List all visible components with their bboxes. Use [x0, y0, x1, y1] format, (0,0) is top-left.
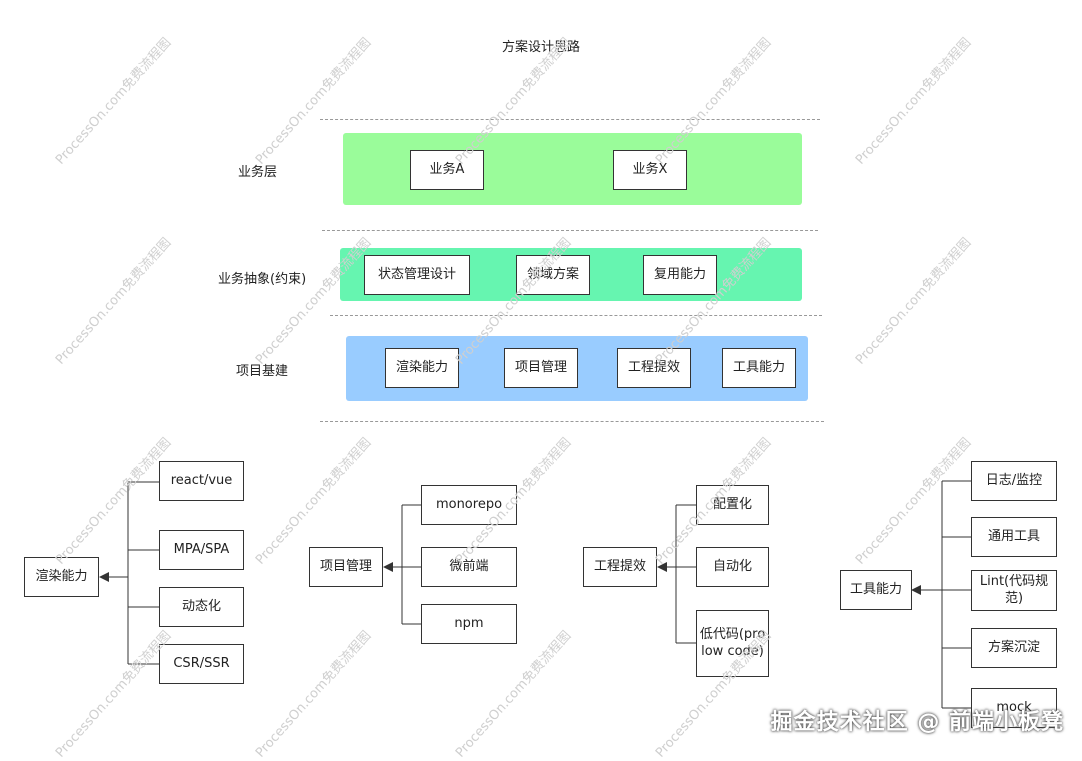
tree-node-dynamic[interactable]: 动态化: [159, 587, 244, 627]
tree-node-config[interactable]: 配置化: [696, 485, 769, 525]
abstraction-box-state[interactable]: 状态管理设计: [364, 255, 470, 295]
tree-node-monorepo[interactable]: monorepo: [421, 485, 517, 525]
tree-node-low-code[interactable]: 低代码(pro low code): [696, 610, 769, 677]
tree-node-solution[interactable]: 方案沉淀: [971, 628, 1057, 668]
tree-node-lint[interactable]: Lint(代码规范): [971, 570, 1057, 611]
tree-node-micro-frontend[interactable]: 微前端: [421, 547, 517, 587]
tree-node-automation[interactable]: 自动化: [696, 547, 769, 587]
layer-label-abstraction: 业务抽象(约束): [218, 272, 307, 287]
tree-node-mpa-spa[interactable]: MPA/SPA: [159, 530, 244, 570]
separator-3: [330, 315, 822, 316]
tree-root-render[interactable]: 渲染能力: [24, 557, 99, 597]
tree-node-csr-ssr[interactable]: CSR/SSR: [159, 644, 244, 684]
separator-2: [322, 230, 818, 231]
abstraction-box-reuse[interactable]: 复用能力: [643, 255, 717, 295]
foundation-box-tools[interactable]: 工具能力: [722, 348, 796, 388]
tree-node-common-tools[interactable]: 通用工具: [971, 517, 1057, 557]
diagram-title: 方案设计思路: [501, 40, 580, 55]
abstraction-box-domain[interactable]: 领域方案: [516, 255, 590, 295]
foundation-box-engineering[interactable]: 工程提效: [617, 348, 691, 388]
layer-label-foundation: 项目基建: [236, 364, 289, 379]
business-box-a[interactable]: 业务A: [410, 150, 484, 190]
credit-overlay: 掘金技术社区 @ 前端小板凳: [770, 710, 1064, 735]
separator-top: [320, 119, 820, 120]
tree-node-react-vue[interactable]: react/vue: [159, 461, 244, 501]
tree-node-mock[interactable]: mock: [971, 688, 1057, 728]
tree-node-log-monitor[interactable]: 日志/监控: [971, 461, 1057, 501]
tree-root-tools[interactable]: 工具能力: [840, 570, 912, 610]
layer-label-business: 业务层: [238, 165, 278, 180]
foundation-box-project[interactable]: 项目管理: [504, 348, 578, 388]
tree-root-project[interactable]: 项目管理: [309, 547, 383, 587]
tree-root-engineering[interactable]: 工程提效: [583, 547, 657, 587]
tree-node-npm[interactable]: npm: [421, 604, 517, 644]
foundation-box-render[interactable]: 渲染能力: [385, 348, 459, 388]
separator-bottom: [320, 421, 824, 422]
business-box-x[interactable]: 业务X: [613, 150, 687, 190]
